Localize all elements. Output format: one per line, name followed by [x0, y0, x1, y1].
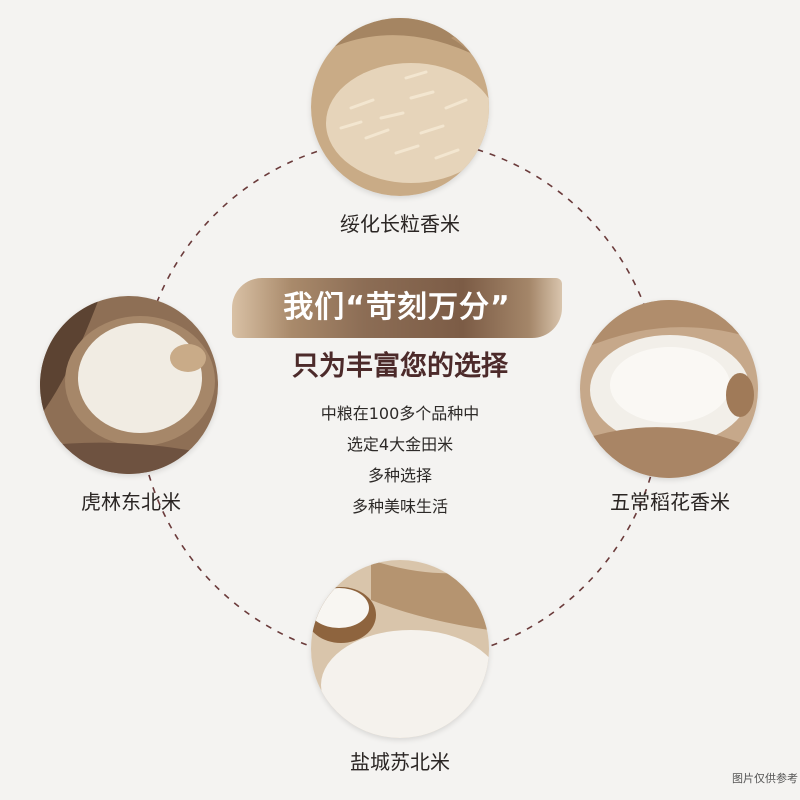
rice-in-bowl-photo: [311, 560, 489, 738]
rice-in-sack-photo: [580, 300, 758, 478]
product-label-left: 虎林东北米: [81, 490, 181, 514]
description-line: 中粮在100多个品种中: [320, 404, 480, 423]
image-disclaimer: 图片仅供参考: [732, 772, 798, 785]
product-label-top: 绥化长粒香米: [340, 212, 460, 236]
product-label-bottom: 盐城苏北米: [350, 750, 450, 774]
long-grain-rice-photo: [311, 18, 489, 196]
description-line: 选定4大金田米: [346, 435, 454, 454]
headline-banner: 我们“苛刻万分”: [232, 278, 562, 338]
product-label-right: 五常稻花香米: [610, 490, 730, 514]
description-line: 多种美味生活: [351, 497, 449, 516]
rice-in-basket-photo: [40, 296, 218, 474]
description-line: 多种选择: [367, 466, 433, 485]
subheadline: 只为丰富您的选择: [292, 351, 508, 382]
